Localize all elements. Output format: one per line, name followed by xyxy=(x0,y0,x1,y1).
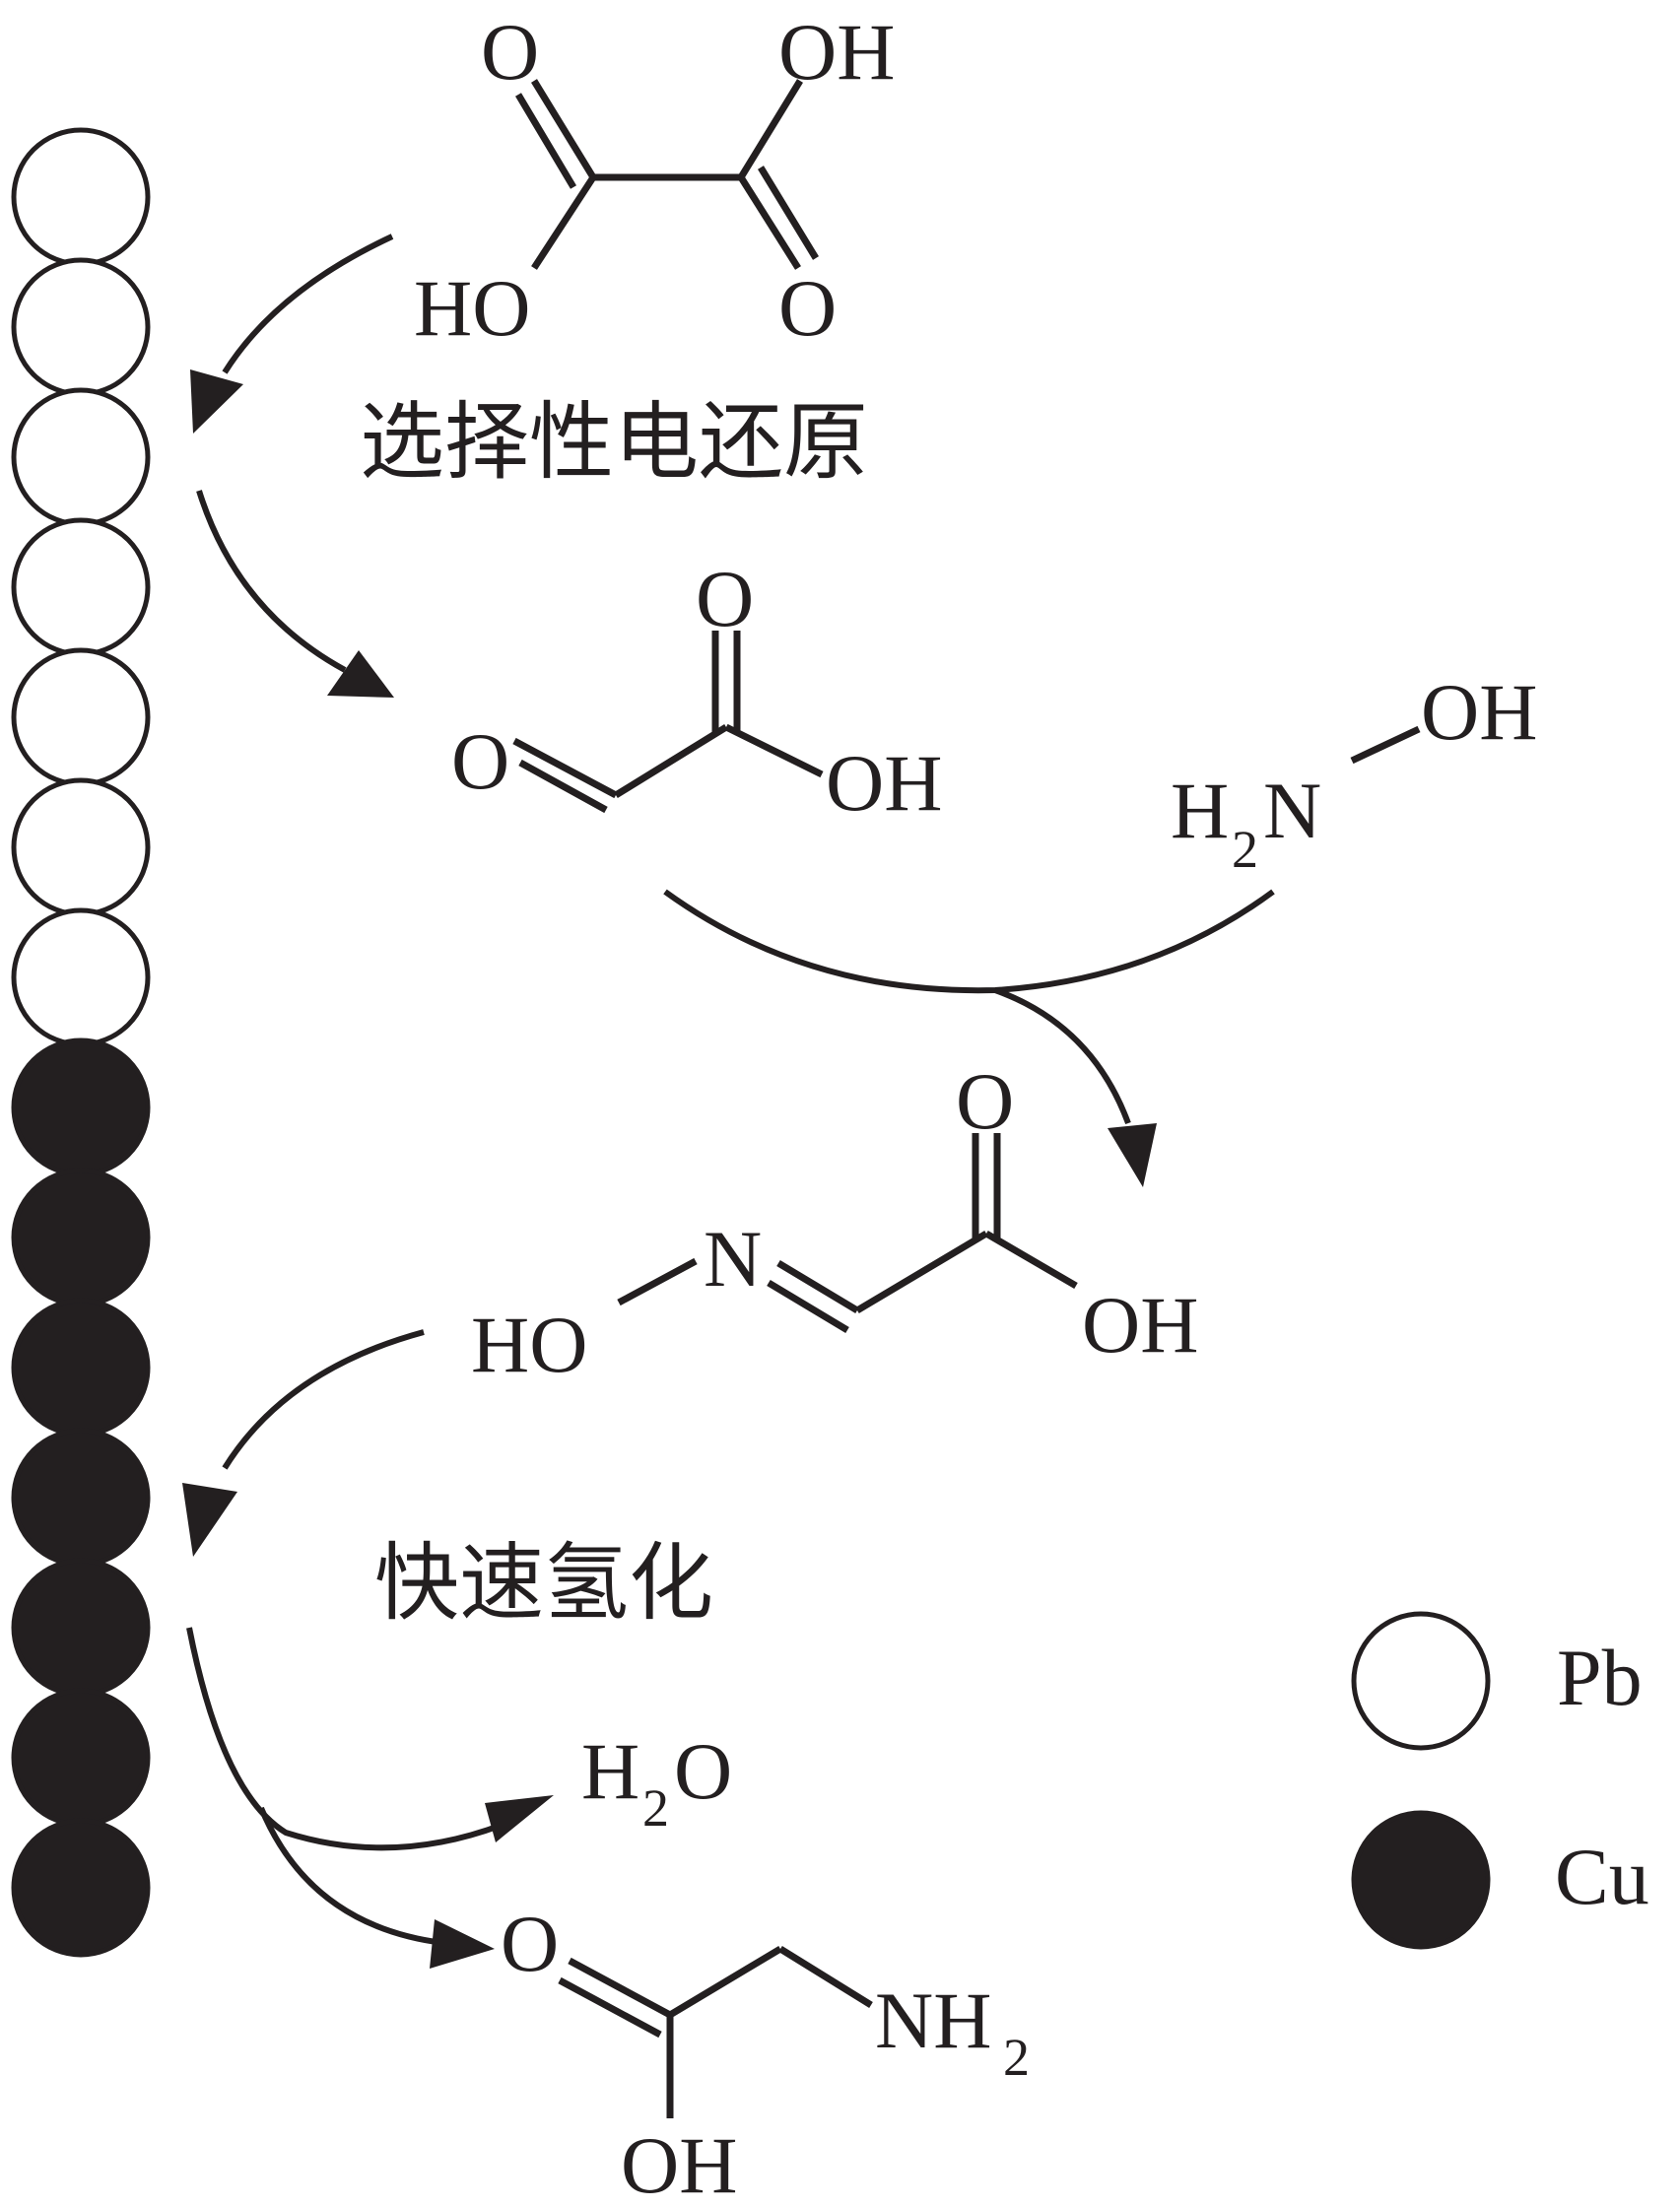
hydroxylamine-molecule: OH H 2 N xyxy=(1171,667,1537,879)
oxime-ho: HO xyxy=(471,1300,587,1389)
oxalic-bond-co-left-b xyxy=(514,93,577,189)
water-h: H xyxy=(581,1726,639,1816)
arrowhead-electrode-to-glycine xyxy=(430,1919,495,1969)
glyox-oh: OH xyxy=(826,738,942,828)
oxalic-oh-top: OH xyxy=(778,7,895,97)
pb-atom xyxy=(11,777,151,917)
arrow-to-oxime xyxy=(993,987,1131,1125)
oxime-n: N xyxy=(704,1214,762,1304)
arrowhead-electrode-to-glyoxylic xyxy=(327,650,394,698)
oxime-o-top: O xyxy=(956,1056,1014,1146)
oxalic-bond-ho-bottom xyxy=(531,175,596,270)
glyox-bond-c-c xyxy=(614,724,728,798)
legend: Pb Cu xyxy=(1351,1611,1649,1950)
oxime-molecule: O N HO OH xyxy=(471,1056,1198,1389)
hydroxylamine-h: H xyxy=(1171,766,1229,855)
arrow-oxalic-to-electrode xyxy=(222,234,394,374)
pb-atom xyxy=(11,907,151,1047)
oxime-bond-oh xyxy=(984,1230,1078,1290)
cu-atom xyxy=(11,1558,151,1698)
oxalic-acid-molecule: O OH HO O xyxy=(414,7,895,353)
glycine-nh: NH xyxy=(875,1975,991,2065)
legend-pb-swatch xyxy=(1351,1611,1491,1751)
pb-atom xyxy=(11,387,151,527)
step-label-fast-hydrogenation: 快速氢化 xyxy=(374,1534,713,1633)
glycine-bond-co-a xyxy=(568,1957,672,2019)
arrowhead-oxalic-to-electrode xyxy=(190,369,243,434)
cu-atom xyxy=(11,1818,151,1958)
glycine-bond-co-b xyxy=(558,1976,662,2039)
glycine-sub-2: 2 xyxy=(1003,2028,1030,2087)
cu-atom xyxy=(11,1168,151,1307)
oxalic-o-bottom: O xyxy=(778,263,837,353)
hydroxylamine-sub-2: 2 xyxy=(1232,820,1258,879)
glycine-bond-c-c xyxy=(668,1945,782,2019)
glycine-o: O xyxy=(501,1899,559,1988)
oxime-bond-n-c-a xyxy=(776,1259,859,1314)
pb-atom xyxy=(11,257,151,397)
glycine-bond-c-n xyxy=(778,1946,873,2008)
cu-atom xyxy=(11,1428,151,1568)
electrode-atom-column xyxy=(11,127,151,1958)
water-molecule: H 2 O xyxy=(581,1726,732,1838)
legend-cu-label: Cu xyxy=(1555,1832,1649,1921)
oxime-bond-c-c xyxy=(855,1230,988,1314)
legend-cu-swatch xyxy=(1351,1810,1491,1950)
oxalic-bond-co-bottom-a xyxy=(738,175,801,270)
glyox-o-left: O xyxy=(451,716,509,806)
water-o: O xyxy=(674,1726,732,1816)
oxalic-bond-co-bottom-b xyxy=(758,166,819,260)
hydroxylamine-n: N xyxy=(1263,766,1321,855)
oxime-bond-o-n xyxy=(617,1257,698,1306)
arrow-electrode-to-glycine xyxy=(258,1806,444,1946)
arrow-oxime-to-electrode xyxy=(222,1329,425,1470)
arrowhead-to-oxime xyxy=(1108,1123,1157,1187)
pb-atom xyxy=(11,517,151,657)
arrowhead-electrode-to-water xyxy=(485,1795,554,1842)
oxalic-o-top: O xyxy=(481,7,539,97)
reaction-arrows xyxy=(182,234,1275,1969)
oxalic-ho-bottom: HO xyxy=(414,263,530,353)
arrow-electrode-to-glyoxylic xyxy=(196,490,347,673)
hydroxylamine-oh: OH xyxy=(1421,667,1537,757)
oxalic-bond-oh-top xyxy=(738,79,803,179)
glyox-bond-oh xyxy=(724,723,824,778)
water-sub-2: 2 xyxy=(642,1778,669,1838)
pb-atom xyxy=(11,647,151,787)
arrow-electrode-to-water xyxy=(186,1627,509,1851)
oxime-bond-n-c-b xyxy=(767,1279,849,1334)
cu-atom xyxy=(11,1037,151,1177)
cu-atom xyxy=(11,1298,151,1438)
glyox-bond-co-left-a xyxy=(512,737,618,799)
glycine-oh: OH xyxy=(621,2120,737,2203)
glyoxylic-acid-molecule: O O OH xyxy=(451,554,942,828)
step-label-selective-reduction: 选择性电还原 xyxy=(360,393,868,492)
arrow-condensation-curve xyxy=(663,889,1275,994)
glycine-molecule: O NH 2 OH xyxy=(501,1899,1030,2208)
legend-pb-label: Pb xyxy=(1557,1633,1643,1722)
oxime-oh: OH xyxy=(1082,1280,1198,1370)
arrowhead-oxime-to-electrode xyxy=(182,1483,237,1557)
pb-atom xyxy=(11,127,151,267)
cu-atom xyxy=(11,1688,151,1828)
glyox-o-top: O xyxy=(696,554,754,643)
oxalic-bond-co-left-a xyxy=(531,79,596,179)
glyox-bond-co-left-b xyxy=(518,759,608,814)
hydroxylamine-bond-n-o xyxy=(1350,725,1421,765)
